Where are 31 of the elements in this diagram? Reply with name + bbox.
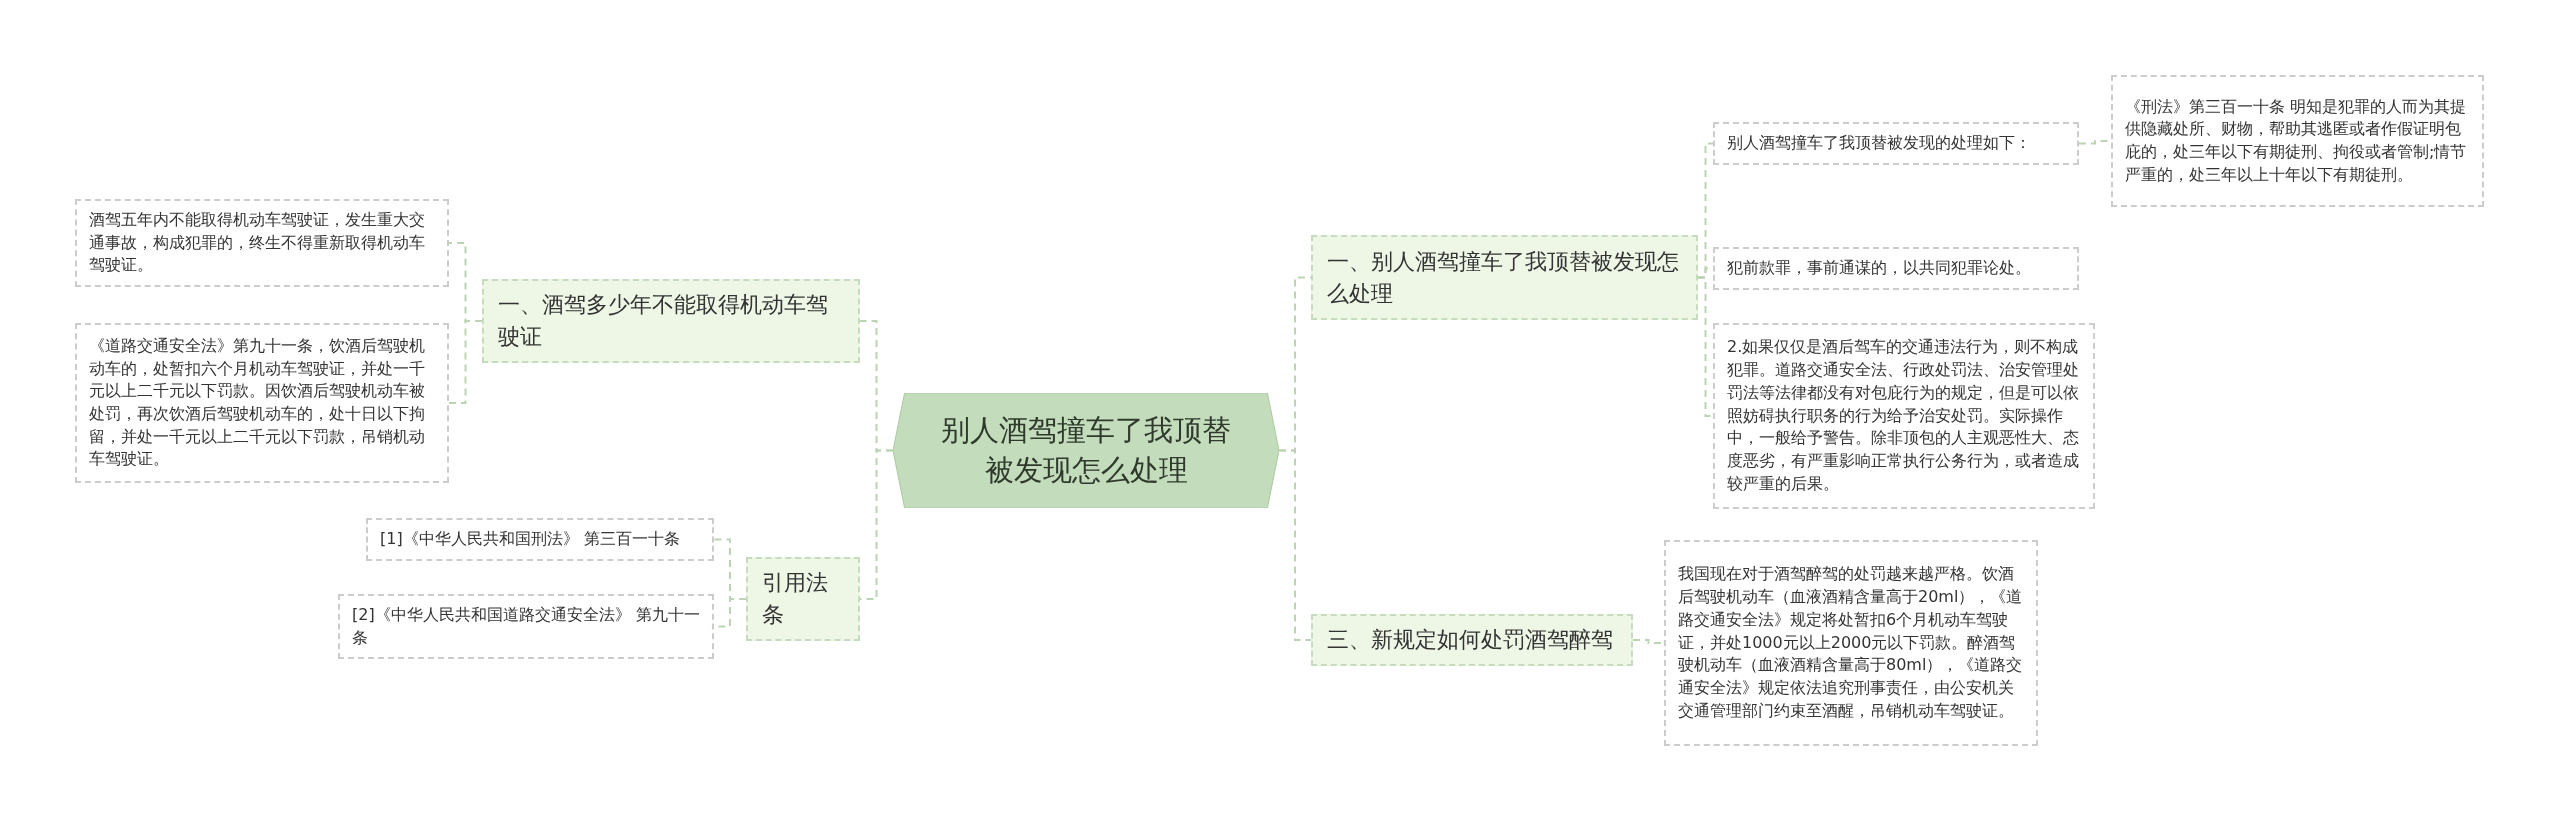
node-text: 一、别人酒驾撞车了我顶替被发现怎么处理	[1327, 247, 1680, 308]
topic-box	[746, 557, 860, 641]
topic-box	[1311, 235, 1698, 320]
note-box	[338, 594, 714, 660]
connector-line	[1278, 449, 1312, 641]
node-text: 我国现在对于酒驾醉驾的处罚越来越严格。饮酒后驾驶机动车（血液酒精含量高于20ml），《道路交通安全法》规定将处暂扣6个月机动车驾驶证，并处1000元以上2000元以下罚款。醉酒驾驶机动车（血液酒精含量高于80ml），《道路交通安全法》规定依法追究刑事责任，由公安机关交通管理部门约束至酒醒，吊销机动车驾驶证。	[1678, 563, 2024, 722]
note-box	[75, 199, 449, 288]
node-text: 2.如果仅仅是酒后驾车的交通违法行为，则不构成犯罪。道路交通安全法、行政处罚法、治安管理处罚法等法律都没有对包庇行为的规定，但是可以依照妨碍执行职务的行为给予治安处罚。实际操作中，一般给予警告。除非顶包的人主观恶性大、态度恶劣，有严重影响正常执行公务行为，或者造成较严重的后果。	[1727, 336, 2080, 495]
topic-box	[1311, 614, 1633, 666]
node-text: 《刑法》第三百一十条 明知是犯罪的人而为其提供隐藏处所、财物，帮助其逃匿或者作假证明包庇的，处三年以下有期徒刑、拘役或者管制;情节严重的，处三年以上十年以下有期徒刑。	[2125, 95, 2468, 186]
note-box	[1664, 540, 2038, 746]
node-text: 别人酒驾撞车了我顶替被发现的处理如下：	[1727, 132, 2031, 154]
note-box	[75, 323, 449, 483]
node-text: [2]《中华人民共和国道路交通安全法》 第九十一条	[352, 604, 700, 649]
node-text: 犯前款罪，事前通谋的，以共同犯罪论处。	[1727, 257, 2031, 279]
connector-line	[448, 320, 483, 404]
note-box	[1713, 122, 2079, 165]
note-box	[2111, 75, 2484, 207]
note-box	[1713, 247, 2079, 290]
node-text: 《道路交通安全法》第九十一条，饮酒后驾驶机动车的，处暂扣六个月机动车驾驶证，并处一千元以上二千元以下罚款。因饮酒后驾驶机动车被处罚，再次饮酒后驾驶机动车的，处十日以下拘留，并处一千元以上二千元以下罚款，吊销机动车驾驶证。	[89, 334, 426, 471]
connector-line	[1697, 276, 1714, 417]
node-text: 一、酒驾多少年不能取得机动车驾驶证	[498, 291, 829, 351]
node-text: 别人酒驾撞车了我顶替被发现怎么处理	[941, 412, 1231, 489]
node-text: [1]《中华人民共和国刑法》 第三百一十条	[380, 528, 680, 550]
node-text: 酒驾五年内不能取得机动车驾驶证，发生重大交通事故，构成犯罪的，终生不得重新取得机动车驾驶证。	[89, 209, 426, 277]
central-topic-hexagon	[893, 393, 1279, 508]
note-box	[366, 518, 714, 561]
node-text: 三、新规定如何处罚酒驾醉驾	[1327, 626, 1613, 655]
topic-box	[482, 279, 860, 363]
node-text: 引用法条	[762, 569, 829, 629]
note-box	[1713, 323, 2095, 509]
